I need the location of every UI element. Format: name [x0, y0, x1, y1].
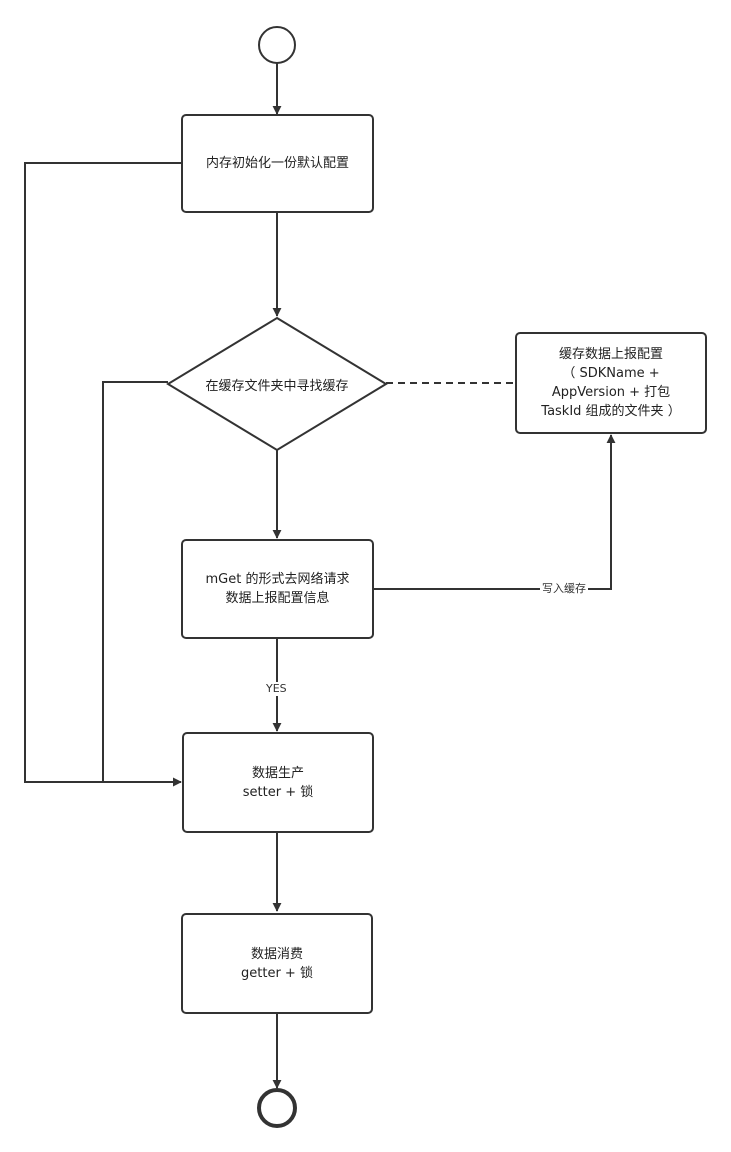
end-node: [257, 1088, 297, 1128]
data-produce-line-2: setter + 锁: [242, 784, 314, 800]
decision-text: 在缓存文件夹中寻找缓存: [205, 379, 349, 394]
data-consume-line-1: 数据消费: [250, 946, 303, 962]
write-cache-label: 写入缓存: [540, 582, 588, 596]
cache-folder-line-4: TaskId 组成的文件夹 ）: [541, 404, 681, 419]
yes-label: YES: [264, 682, 289, 696]
network-request-line-1: mGet 的形式去网络请求: [205, 572, 350, 587]
edge-request-to-cache: [373, 434, 616, 590]
network-request-line-2: 数据上报配置信息: [225, 591, 330, 606]
data-produce-line-1: 数据生产: [251, 765, 304, 781]
cache-folder-line-2: （ SDKName +: [562, 366, 660, 381]
edge-decision-to-produce-loop: [102, 381, 168, 782]
cache-folder-line-1: 缓存数据上报配置: [558, 347, 663, 362]
init-config-text: 内存初始化一份默认配置: [205, 156, 349, 171]
data-consume-box: 数据消费 getter + 锁: [181, 913, 373, 1014]
data-consume-line-2: getter + 锁: [241, 965, 313, 981]
start-node: [258, 26, 296, 64]
cache-folder-box: 缓存数据上报配置 （ SDKName + AppVersion + 打包 Tas…: [515, 332, 707, 434]
cache-folder-line-3: AppVersion + 打包: [551, 385, 671, 400]
network-request-box: mGet 的形式去网络请求 数据上报配置信息: [181, 539, 374, 639]
init-config-box: 内存初始化一份默认配置: [181, 114, 374, 213]
data-produce-box: 数据生产 setter + 锁: [182, 732, 374, 833]
